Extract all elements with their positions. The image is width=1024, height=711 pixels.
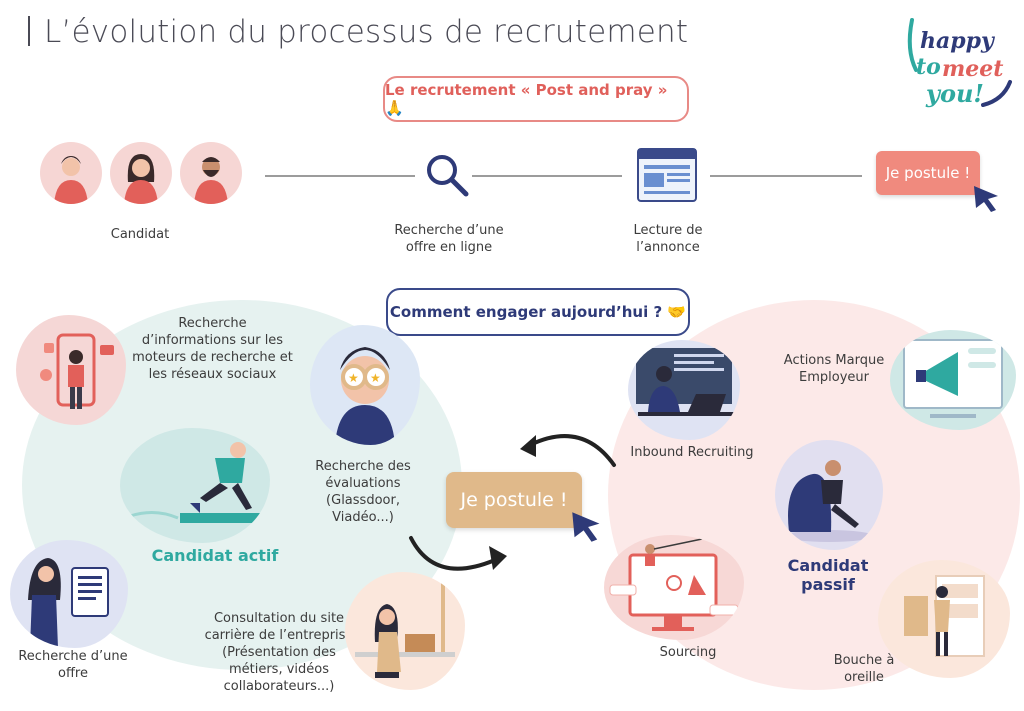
sourcing-label: Sourcing [659,645,717,660]
flow-line-1 [265,175,415,177]
woman-desk-illustration [345,572,465,690]
recherche-evaluations-label: Recherche des évaluations (Glassdoor, Vi… [315,459,411,525]
candidate-avatar-1 [40,142,102,204]
recherche-offre-label: Recherche d’une offre [18,649,128,681]
bouche-a-oreille-label: Bouche à oreille [833,653,895,685]
megaphone-illustration [890,330,1016,430]
title-text: L’évolution du processus de recrutement [44,14,689,50]
recherche-informations-label: Recherche d’informations sur les moteurs… [132,316,293,382]
svg-text:to: to [916,54,941,80]
flow-line-2 [472,175,622,177]
candidat-passif-label: Candidat passif [787,556,869,594]
flow-line-3 [710,175,862,177]
word-of-mouth-illustration [878,560,1010,678]
binoculars-illustration: ★★ [310,325,420,445]
svg-text:you!: you! [925,79,984,108]
je-postule-top-button[interactable]: Je postule ! [876,151,980,195]
lecture-annonce-label: Lecture de l’annonce [633,223,703,255]
woman-document-illustration [10,540,128,648]
search-icon [427,155,469,197]
happy-to-meet-you-logo: happy to meet you! [907,18,1012,108]
actions-marque-employeur-label: Actions Marque Employeur [783,353,885,385]
consultation-site-label: Consultation du site carrière de l’entre… [204,611,354,694]
rocket-runner-illustration [120,428,270,543]
recherche-offre-ligne-label: Recherche d’une offre en ligne [394,223,504,255]
je-postule-center-button[interactable]: Je postule ! [446,472,582,528]
inbound-laptop-illustration [628,340,740,440]
candidate-avatar-3 [180,142,242,204]
web-page-icon [637,148,697,202]
beanbag-illustration [775,440,883,550]
cursor-icon-center [572,512,600,542]
page-title: L’évolution du processus de recrutement [28,14,688,50]
svg-text:★: ★ [348,371,359,385]
candidate-avatar-2 [110,142,172,204]
curved-arrow-from-left [409,536,507,571]
cursor-icon [974,186,998,212]
sourcing-monitor-illustration [604,535,744,640]
social-media-illustration [16,315,126,425]
candidat-actif-label: Candidat actif [151,546,279,565]
svg-text:★: ★ [370,371,381,385]
title-bar [28,16,30,46]
candidat-label: Candidat [110,227,170,242]
post-and-pray-banner: Le recrutement « Post and pray » 🙏 [383,76,689,122]
inbound-recruiting-label: Inbound Recruiting [630,445,754,460]
curved-arrow-from-right [520,434,616,467]
svg-text:happy: happy [920,28,996,54]
svg-text:meet: meet [942,56,1003,82]
comment-engager-banner: Comment engager aujourd’hui ? 🤝 [386,288,690,336]
